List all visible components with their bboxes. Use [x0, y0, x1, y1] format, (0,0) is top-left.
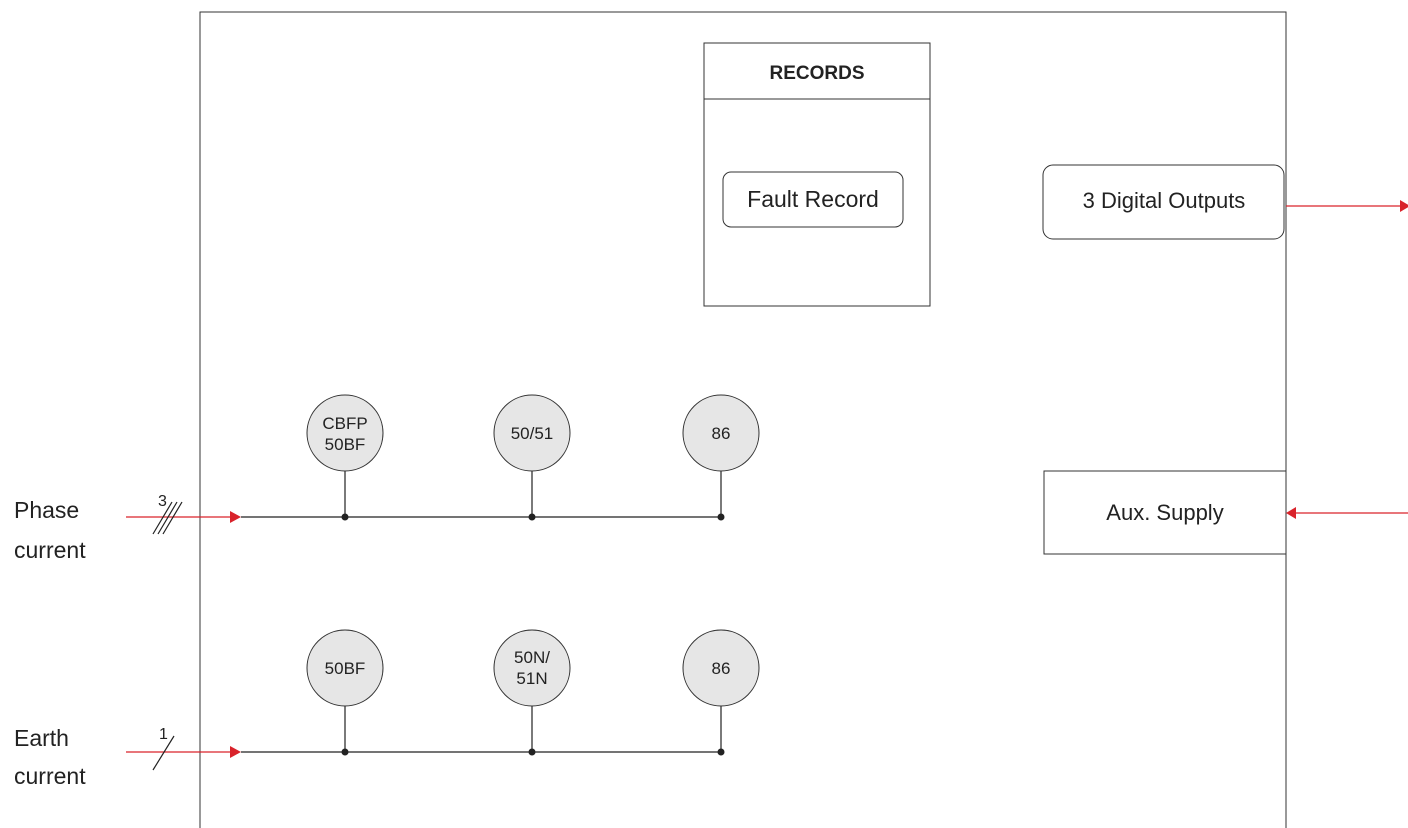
function-line2: 51N [516, 669, 547, 688]
function-line1: 50BF [325, 659, 366, 678]
relay-outline [199, 11, 1287, 828]
phase-bus: CBFP 50BF 50/51 86 [241, 394, 760, 521]
digital-outputs-block: 3 Digital Outputs [1042, 164, 1408, 240]
phase-current-arrow [230, 511, 241, 523]
function-86-earth[interactable]: 86 [682, 629, 760, 707]
digital-outputs-arrow [1400, 200, 1408, 212]
function-line2: 50BF [325, 435, 366, 454]
aux-supply-box[interactable] [1043, 470, 1287, 555]
function-86-phase[interactable]: 86 [682, 394, 760, 472]
earth-current-label-line2: current [14, 763, 86, 789]
function-line1: 86 [712, 659, 731, 678]
earth-current-input: Earth current 1 [14, 725, 241, 789]
function-line1: 50/51 [511, 424, 554, 443]
fault-record-label: Fault Record [747, 186, 879, 212]
fault-record-button[interactable] [722, 171, 904, 228]
earth-current-label-line1: Earth [14, 725, 69, 751]
function-line1: 50N/ [514, 648, 550, 667]
function-line1: CBFP [322, 414, 367, 433]
records-title: RECORDS [769, 63, 864, 84]
phase-current-label-line1: Phase [14, 497, 79, 523]
phase-current-input: Phase current 3 [14, 493, 241, 563]
function-line1: 86 [712, 424, 731, 443]
phase-current-label-line2: current [14, 537, 86, 563]
phase-current-count: 3 [158, 493, 167, 510]
earth-current-arrow [230, 746, 241, 758]
aux-supply-arrow [1286, 507, 1296, 519]
earth-bus: 50BF 50N/ 51N 86 [241, 629, 760, 756]
earth-current-count: 1 [159, 726, 168, 743]
function-50bf[interactable]: 50BF [306, 629, 384, 707]
function-50-51[interactable]: 50/51 [493, 394, 571, 472]
function-cbfp-50bf[interactable]: CBFP 50BF [306, 394, 384, 472]
digital-outputs-box[interactable] [1042, 164, 1285, 240]
digital-outputs-label: 3 Digital Outputs [1083, 188, 1246, 213]
function-50n-51n[interactable]: 50N/ 51N [493, 629, 571, 707]
aux-supply-label: Aux. Supply [1106, 500, 1223, 525]
aux-supply-block: Aux. Supply [1043, 470, 1408, 555]
records-box: RECORDS Fault Record [703, 42, 931, 307]
